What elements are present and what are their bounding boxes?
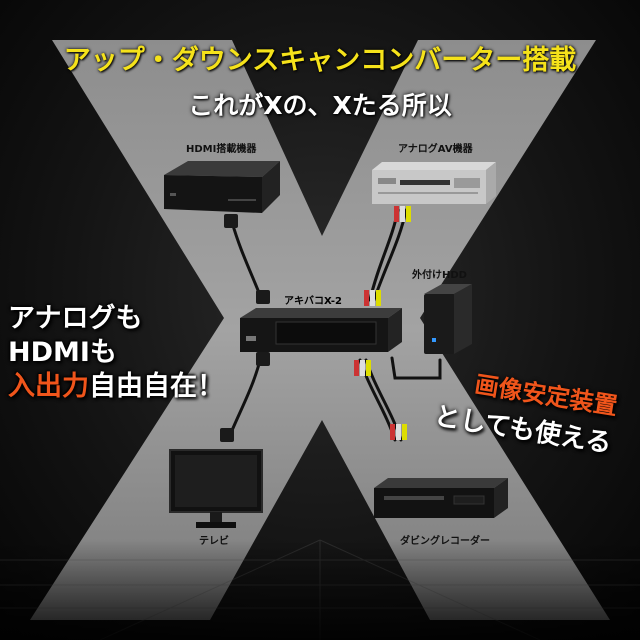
left-callout-rest: 自由自在！ — [89, 371, 224, 402]
label-external-hdd: 外付けHDD — [412, 270, 467, 281]
left-callout-line3: 入出力自由自在！ — [8, 370, 224, 404]
label-recorder: ダビングレコーダー — [400, 536, 490, 547]
rca-cable-top — [368, 208, 400, 302]
external-hdd-image — [424, 284, 472, 354]
headline-subtitle: これがXの、Xたる所以 — [188, 91, 452, 120]
left-callout-line1: アナログも — [8, 303, 143, 334]
usb-cable — [390, 356, 442, 380]
left-callout-line2: HDMIも — [8, 337, 117, 368]
label-tv: テレビ — [199, 536, 229, 547]
tv-image — [169, 449, 263, 528]
label-converter: アキバコX-2 — [284, 296, 343, 307]
hdmi-device-image — [164, 161, 280, 213]
label-hdmi-device: HDMI搭載機器 — [186, 144, 257, 155]
recorder-image — [374, 478, 508, 518]
converter-device-image — [240, 308, 402, 352]
hdmi-cable-top — [230, 220, 264, 302]
headline-title: アップ・ダウンスキャンコンバーター搭載 — [63, 45, 577, 76]
analog-av-image — [372, 162, 496, 204]
rca-cable-bottom — [358, 358, 397, 442]
left-callout-highlight: 入出力 — [8, 371, 89, 402]
left-callout: アナログも HDMIも 入出力自由自在！ — [8, 302, 224, 404]
label-analog-av: アナログAV機器 — [398, 144, 473, 155]
